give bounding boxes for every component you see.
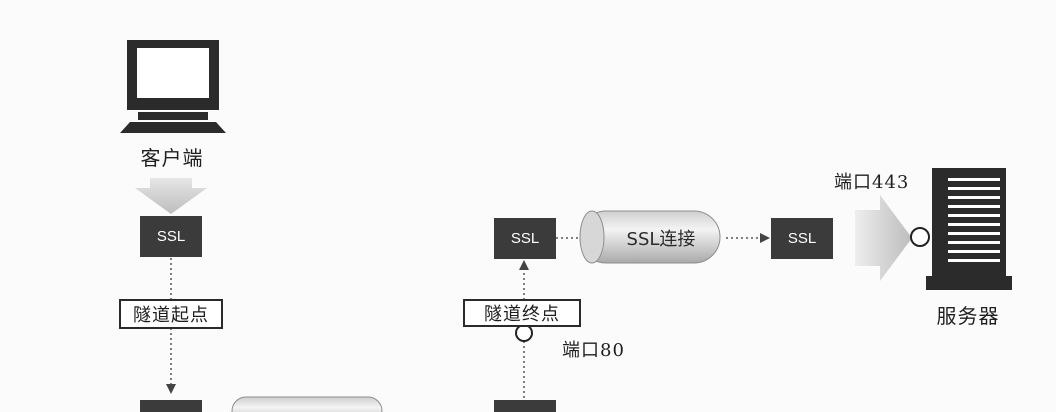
server-icon — [926, 168, 1012, 290]
tunnel-end-label: 隧道终点 — [463, 299, 581, 327]
port-80-circle — [515, 324, 533, 342]
server-ssl-box: SSL — [771, 218, 833, 259]
right-arrow-icon — [855, 195, 912, 281]
client-ssl-box: SSL — [140, 216, 202, 257]
client-computer — [116, 38, 230, 134]
server-label: 服务器 — [936, 304, 1000, 328]
client-label: 客户端 — [140, 146, 204, 170]
port-80-label: 端口80 — [562, 340, 625, 361]
bottom-ssl-box-left — [140, 400, 202, 412]
down-arrow-icon — [135, 178, 207, 214]
arrowhead-up — [519, 260, 529, 270]
port-443-label: 端口443 — [834, 172, 910, 193]
server — [926, 166, 1012, 296]
port-443-circle — [910, 227, 930, 247]
arrowhead-down — [166, 384, 176, 394]
bottom-ssl-box-middle — [494, 400, 556, 412]
ssl-connection-tube — [579, 210, 721, 264]
ssl-connection-label: SSL连接 — [626, 229, 696, 250]
bottom-tube — [231, 396, 383, 412]
monitor-icon — [120, 40, 226, 133]
tunnel-ssl-box: SSL — [494, 218, 556, 259]
tunnel-start-label: 隧道起点 — [119, 299, 223, 329]
